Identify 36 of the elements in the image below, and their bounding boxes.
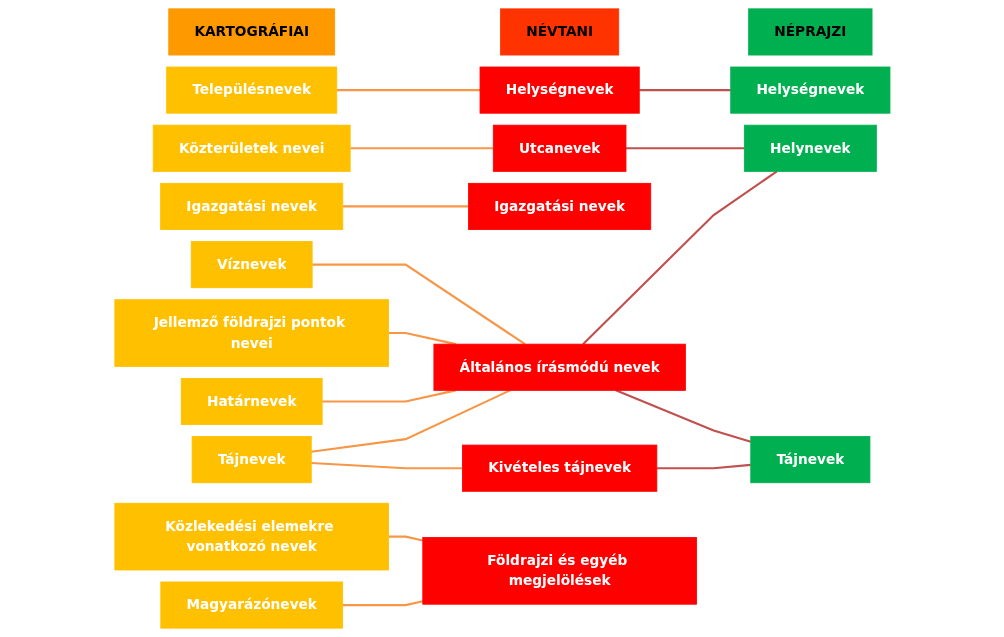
node-box: Településnevek: [165, 66, 337, 114]
node-box: NÉVTANI: [499, 8, 619, 56]
node-box: Tájnevek: [749, 436, 870, 484]
connector: [638, 89, 731, 92]
connector: [656, 463, 751, 470]
connector: [388, 535, 423, 542]
connector: [342, 600, 423, 607]
connector: [342, 205, 469, 208]
connector: [625, 147, 744, 150]
connector: [310, 461, 463, 470]
node-box: Kivételes tájnevek: [461, 444, 657, 492]
node-box: Földrajzi és egyéb megjelölések: [421, 537, 697, 605]
node-box: Általános írásmódú nevek: [433, 343, 686, 391]
connector: [310, 389, 511, 453]
connector: [581, 170, 778, 345]
node-box: Víznevek: [190, 241, 313, 289]
node-box: Igazgatási nevek: [159, 182, 343, 230]
connector: [349, 147, 493, 150]
connector: [615, 389, 751, 443]
node-box: Tájnevek: [191, 436, 312, 484]
connector: [336, 89, 480, 92]
node-box: NÉPRAJZI: [747, 8, 873, 56]
node-box: Helységnevek: [729, 66, 890, 114]
node-box: Közterületek nevei: [152, 124, 351, 172]
node-box: KARTOGRÁFIAI: [167, 8, 335, 56]
node-box: Helynevek: [743, 124, 877, 172]
node-box: Közlekedési elemekre vonatkozó nevek: [114, 502, 389, 571]
connector: [388, 331, 456, 346]
connector: [321, 389, 456, 403]
node-box: Határnevek: [180, 377, 323, 425]
node-box: Utcanevek: [492, 124, 626, 172]
connector: [311, 263, 526, 346]
node-box: Helységnevek: [479, 66, 640, 114]
node-box: Magyarázónevek: [159, 581, 343, 629]
node-box: Igazgatási nevek: [467, 182, 651, 230]
node-box: Jellemző földrajzi pontok nevei: [114, 299, 389, 367]
